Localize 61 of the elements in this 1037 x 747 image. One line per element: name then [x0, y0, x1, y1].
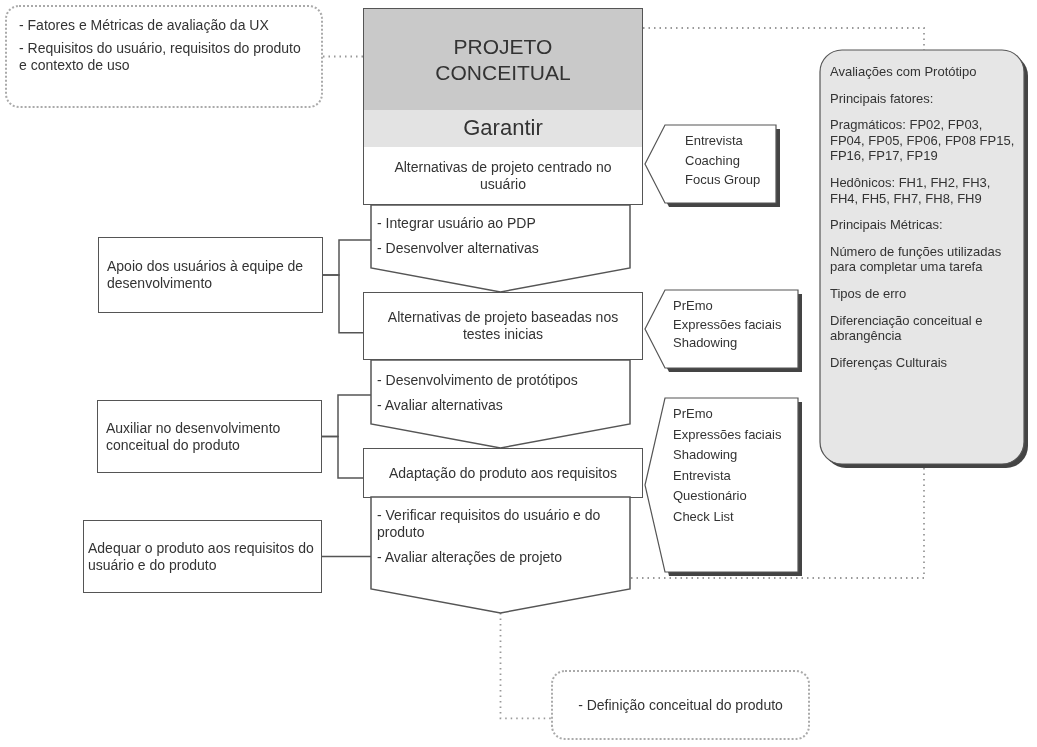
heading-text: PROJETO CONCEITUAL	[434, 34, 572, 85]
section-header	[363, 110, 643, 148]
dotted-connector	[322, 55, 364, 58]
method-callout	[645, 125, 780, 207]
item-text: - Avaliar alternativas	[377, 396, 504, 414]
phase-header	[363, 8, 643, 111]
method-text: Check List	[673, 508, 735, 525]
method-text: Focus Group	[685, 172, 762, 188]
evaluation-panel	[820, 50, 1028, 468]
method-text: Entrevista	[673, 467, 732, 484]
connector-line	[322, 274, 364, 334]
panel-text: Avaliações com Protótipo	[830, 64, 978, 80]
method-text: Shadowing	[673, 335, 739, 351]
panel-text: Principais Métricas:	[830, 217, 944, 233]
connector-line	[321, 555, 372, 558]
method-text: Entrevista	[685, 133, 744, 149]
item-text: - Verificar requisitos do usuário e do produto	[377, 507, 602, 541]
item-text: Alternativas de projeto centrado no usuário	[393, 158, 613, 193]
method-text: PrEmo	[673, 298, 714, 314]
process-arrow-shape	[371, 497, 630, 613]
panel-text: Hedônicos: FH1, FH2, FH3, FH4, FH5, FH7, FH8, FH9	[830, 174, 992, 207]
method-text: Questionário	[673, 488, 748, 504]
goal-box	[97, 400, 322, 473]
process-arrow-shape	[371, 205, 630, 292]
note-text: - Fatores e Métricas de avaliação da UX	[19, 17, 270, 34]
panel-text: Diferenças Culturais	[830, 354, 949, 371]
method-callout	[645, 290, 802, 372]
panel-text: Principais fatores:	[830, 90, 935, 107]
process-arrow-shape	[371, 360, 630, 448]
method-text: Coaching	[685, 152, 741, 169]
item-text: Auxiliar no desenvolvimento conceitual do produto	[106, 419, 282, 454]
process-box	[363, 448, 643, 498]
result-note-box	[551, 670, 810, 740]
item-text: - Definição conceitual do produto	[578, 696, 783, 714]
item-text: - Desenvolvimento de protótipos	[377, 372, 579, 389]
item-text: Alternativas de projeto baseadas nos testes inicias	[386, 309, 620, 343]
method-text: PrEmo	[673, 406, 714, 422]
process-box	[363, 147, 643, 205]
item-text: Apoio dos usuários à equipe de desenvolvimento	[107, 258, 305, 292]
dotted-connector	[629, 467, 925, 579]
panel-text: Pragmáticos: FP02, FP03, FP04, FP05, FP06, FP08 FP15, FP16, FP17, FP19	[830, 117, 1016, 164]
heading-text: Garantir	[463, 115, 543, 142]
item-text: - Integrar usuário ao PDP	[377, 215, 537, 232]
item-text: - Avaliar alterações de projeto	[377, 548, 563, 566]
item-text: Adaptação do produto aos requisitos	[388, 464, 617, 482]
dotted-connector	[499, 612, 552, 720]
method-text: Expressões faciais	[673, 426, 783, 443]
note-text: - Requisitos do usuário, requisitos do produto e contexto de uso	[19, 39, 302, 74]
panel-text: Número de funções utilizadas para completar uma tarefa	[830, 243, 1003, 275]
panel-text: Tipos de erro	[830, 285, 908, 302]
item-text: - Desenvolver alternativas	[377, 239, 540, 257]
method-callout	[645, 398, 802, 576]
goal-box	[98, 237, 323, 313]
item-text: Adequar o produto aos requisitos do usuário e do produto	[88, 539, 315, 574]
method-text: Shadowing	[673, 447, 739, 463]
connector-line	[321, 435, 364, 479]
note-box	[5, 5, 323, 108]
goal-box	[83, 520, 322, 593]
process-box	[363, 292, 643, 360]
panel-text: Diferenciação conceitual e abrangência	[830, 312, 984, 344]
method-text: Expressões faciais	[673, 316, 783, 333]
